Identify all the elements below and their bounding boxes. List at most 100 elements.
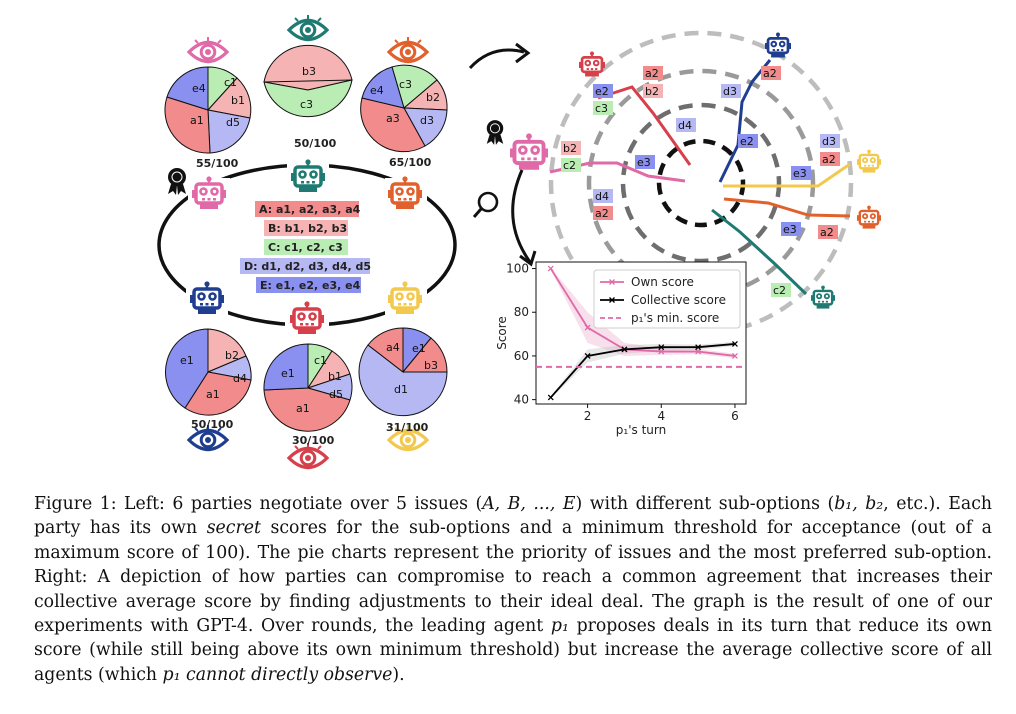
zoom-arrow (511, 169, 532, 263)
series-point (731, 352, 738, 359)
svg-text:a2: a2 (763, 67, 777, 80)
svg-text:a2: a2 (822, 153, 836, 166)
pie-party-5: c1 b1 d5 a1 e1 (263, 343, 353, 432)
robot-icon (763, 31, 793, 59)
robot-icon (855, 148, 883, 174)
pie-label: d5 (329, 388, 343, 401)
series-point (547, 265, 554, 272)
flow-arrow (468, 48, 525, 70)
svg-text:a2: a2 (595, 207, 609, 220)
issue-a-options: A: a1, a2, a3, a4 (259, 203, 361, 216)
pie-label: b2 (426, 91, 440, 104)
figure-caption: Figure 1: Left: 6 parties negotiate over… (34, 494, 993, 685)
party-score: 30/100 (292, 434, 335, 447)
svg-text:b2: b2 (563, 142, 577, 155)
series-point (584, 324, 591, 331)
issues-list: A: a1, a2, a3, a4 B: b1, b2, b3 C: c1, c… (240, 201, 371, 293)
pie-party-2: b3 c3 (263, 44, 353, 118)
svg-text:d3: d3 (822, 135, 836, 148)
series-point (621, 346, 628, 353)
pie-label: a4 (386, 341, 400, 354)
pie-label: d1 (394, 383, 408, 396)
pie-label: e1 (412, 342, 426, 355)
issue-c-options: C: c1, c2, c3 (268, 241, 343, 254)
figure-1: c1 b1 d5 a1 e4 55/100 b3 c3 50/100 c3 b2… (157, 13, 883, 470)
pie-label: b2 (225, 349, 239, 362)
pie-label: e4 (192, 82, 206, 95)
party-score: 50/100 (294, 137, 337, 150)
svg-text:c2: c2 (563, 159, 576, 172)
x-axis-label: p₁'s turn (616, 423, 666, 437)
y-tick-label: 60 (514, 349, 529, 363)
eye-icon (287, 13, 329, 42)
x-tick-label: 4 (657, 409, 665, 423)
series-point (547, 394, 554, 401)
trajectory-navy (718, 59, 772, 183)
pie-label: c3 (300, 98, 313, 111)
svg-text:e3: e3 (793, 167, 807, 180)
legend-box (593, 269, 741, 329)
y-axis-label: Score (495, 316, 509, 350)
pie-label: a1 (206, 388, 220, 401)
pie-label: a1 (296, 402, 310, 415)
issue-d-options: D: d1, d2, d3, d4, d5 (244, 260, 371, 273)
pie-label: b1 (231, 94, 245, 107)
series-line-0 (549, 268, 736, 357)
series-line-1 (550, 343, 736, 399)
pie-label: c1 (224, 76, 237, 89)
pie-party-1: c1 b1 d5 a1 e4 (164, 66, 252, 154)
figure-canvas: c1 b1 d5 a1 e4 55/100 b3 c3 50/100 c3 b2… (157, 13, 883, 470)
pie-label: c1 (314, 354, 327, 367)
svg-text:e2: e2 (595, 85, 609, 98)
collective-score-band (550, 341, 735, 399)
x-tick-label: 6 (731, 409, 739, 423)
pie-label: d3 (420, 114, 434, 127)
pie-label: e4 (370, 84, 384, 97)
pie-label: a3 (386, 112, 400, 125)
svg-text:d4: d4 (595, 190, 609, 203)
caption-figure-number: Figure 1: (34, 494, 117, 514)
pie-party-3: c3 b2 d3 a3 e4 (360, 64, 448, 153)
svg-text:a2: a2 (820, 226, 834, 239)
party-score: 31/100 (386, 421, 429, 434)
trajectory-red (597, 85, 692, 166)
issue-e-options: E: e1, e2, e3, e4 (260, 279, 361, 292)
pie-label: e1 (180, 354, 194, 367)
y-tick-label: 40 (514, 393, 529, 407)
trajectory-teal (711, 208, 808, 296)
legend-label: Collective score (631, 293, 726, 307)
pie-label: b1 (328, 370, 342, 383)
series-point (658, 344, 665, 351)
award-icon (486, 119, 504, 146)
y-tick-label: 100 (506, 262, 529, 276)
svg-text:e2: e2 (740, 135, 754, 148)
robot-icon (809, 284, 837, 310)
robot-icon (577, 50, 607, 78)
svg-text:c3: c3 (595, 102, 608, 115)
eye-icon (387, 35, 429, 64)
party-score: 65/100 (389, 156, 432, 169)
eye-icon (187, 35, 229, 64)
own-score-band (550, 267, 735, 359)
legend-label: p₁'s min. score (631, 311, 719, 325)
party-score: 55/100 (196, 157, 239, 170)
svg-text:c2: c2 (773, 284, 786, 297)
series-point (695, 348, 702, 355)
issue-b-options: B: b1, b2, b3 (268, 222, 347, 235)
pie-label: d5 (226, 116, 240, 129)
series-point (584, 352, 591, 359)
award-icon (167, 167, 187, 196)
party-score: 50/100 (191, 418, 234, 431)
legend-marker (609, 297, 615, 303)
x-tick-label: 2 (584, 409, 592, 423)
option-chips: a2 b2 e2 c3 d4 a2 d3 b2 c2 e3 d4 a2 e2 d… (561, 66, 840, 297)
robot-icon (510, 133, 548, 169)
legend-marker (609, 279, 615, 285)
y-tick-label: 80 (514, 305, 529, 319)
svg-text:e3: e3 (783, 223, 797, 236)
pie-party-4: b2 d4 a1 e1 (165, 328, 252, 416)
pie-label: a1 (190, 114, 204, 127)
series-point (731, 340, 738, 347)
pie-label: b3 (424, 359, 438, 372)
